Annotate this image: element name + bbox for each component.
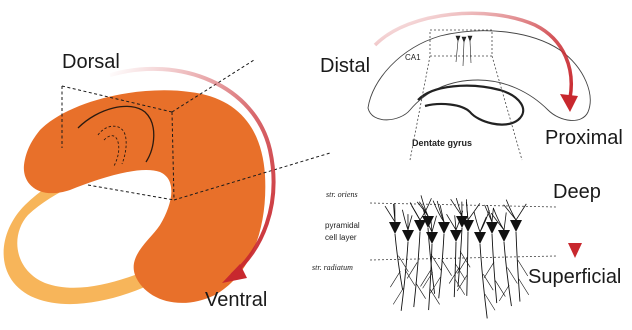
layer-lines	[370, 203, 556, 260]
ca1-mini-neurons	[456, 36, 472, 66]
distal-proximal-arrow	[375, 13, 578, 112]
label-pyramidal-1: pyramidal	[325, 221, 360, 230]
deep-superficial-arrow	[568, 215, 582, 258]
label-dentate-gyrus: Dentate gyrus	[412, 138, 472, 148]
label-str-oriens: str. oriens	[326, 190, 358, 199]
hippocampus-body	[24, 90, 265, 303]
label-dorsal: Dorsal	[62, 51, 120, 73]
hippocampus-shape	[4, 90, 266, 304]
dentate-gyrus-curve	[418, 86, 523, 125]
pyramidal-neuron	[484, 205, 505, 303]
pyramidal-neuron	[504, 200, 529, 302]
label-deep: Deep	[553, 181, 601, 203]
label-proximal: Proximal	[545, 127, 623, 149]
label-distal: Distal	[320, 55, 370, 77]
ca1-zoom-box	[430, 30, 492, 56]
label-ventral: Ventral	[205, 289, 267, 311]
label-str-radiatum: str. radiatum	[312, 263, 353, 272]
label-ca1: CA1	[405, 53, 421, 62]
label-pyramidal-2: cell layer	[325, 233, 357, 242]
label-superficial: Superficial	[528, 266, 621, 288]
